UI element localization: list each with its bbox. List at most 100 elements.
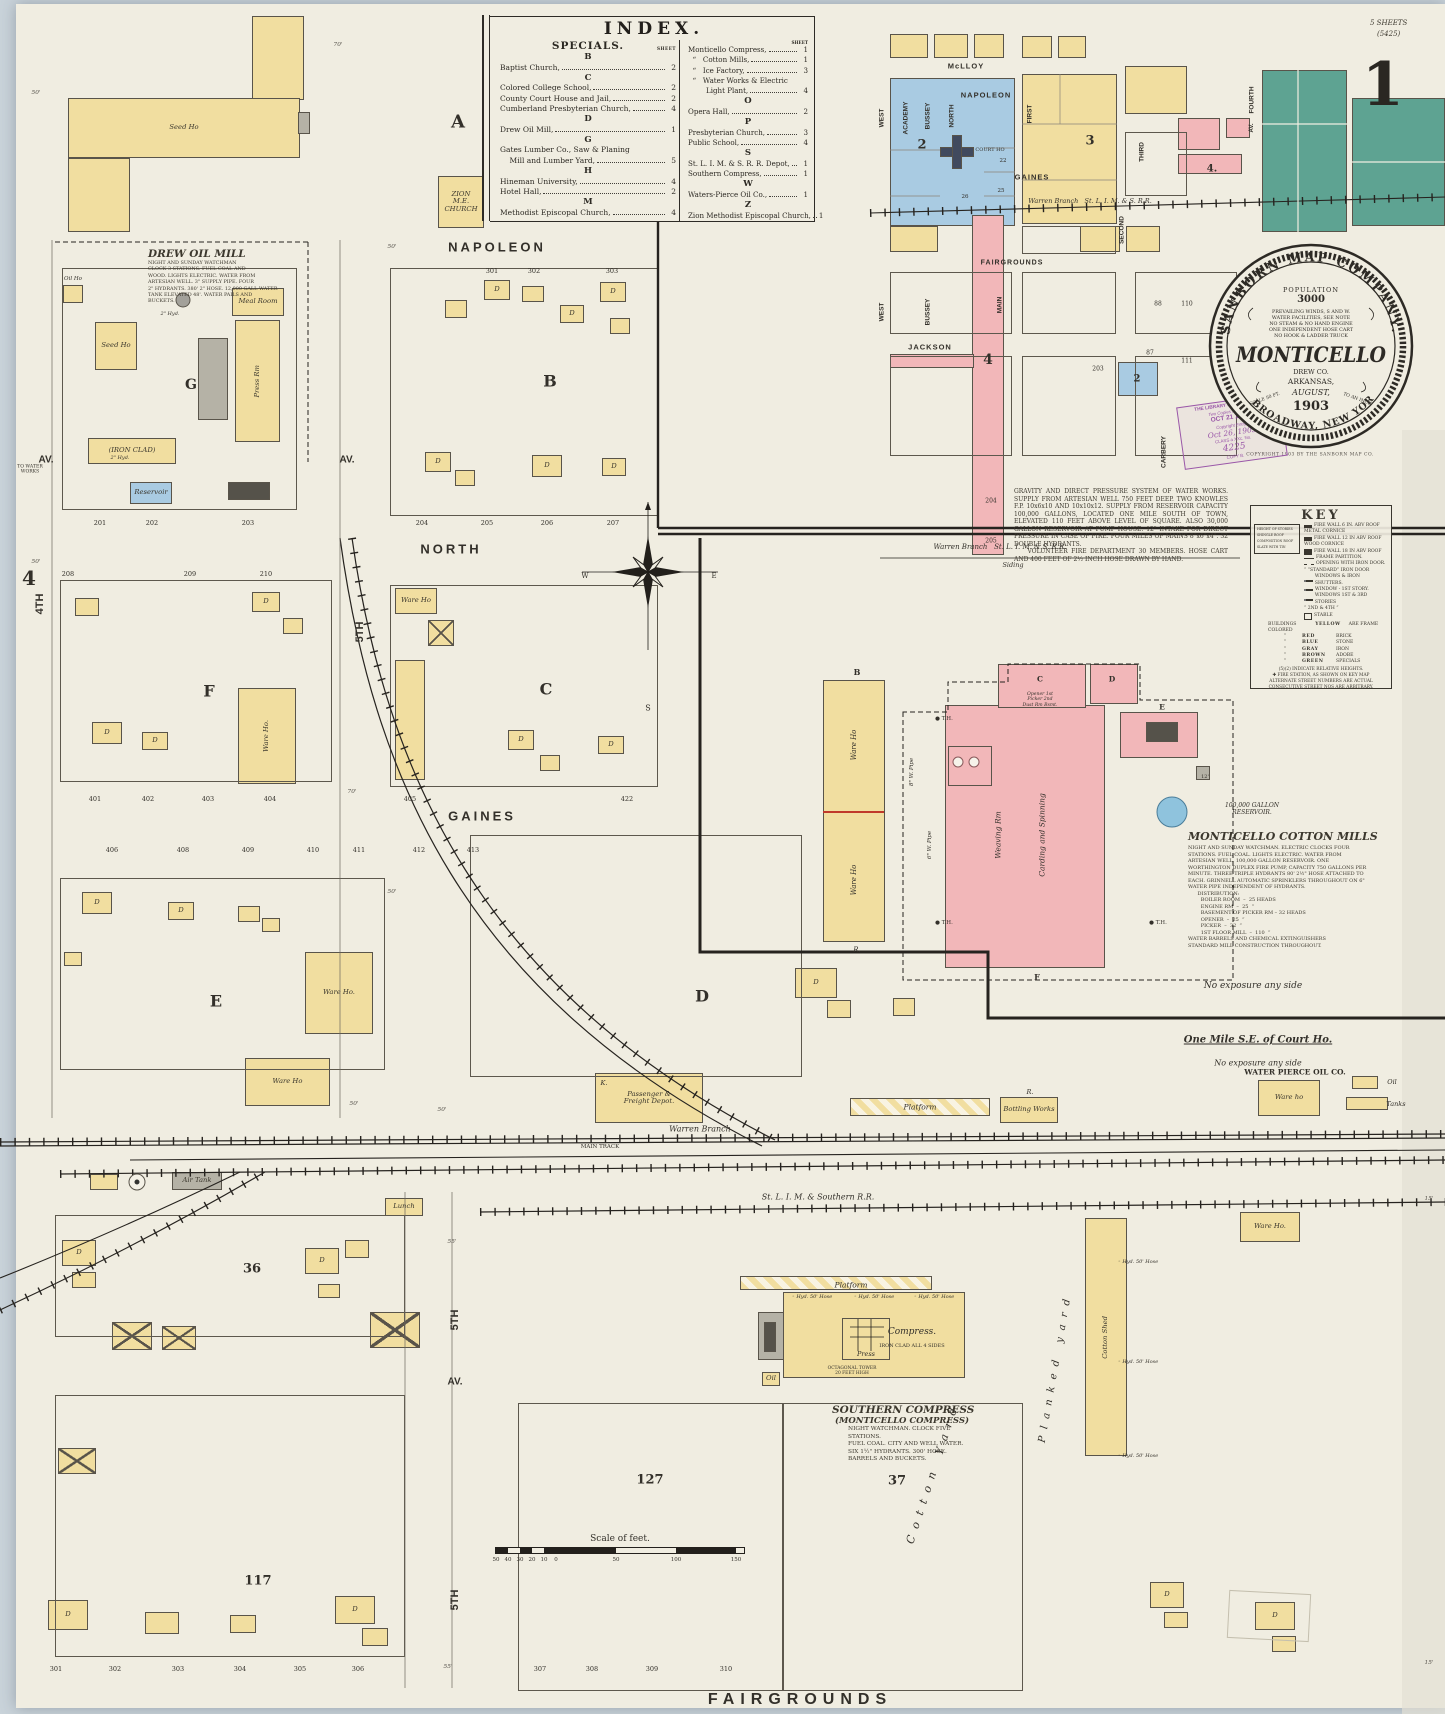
key-row-stable: STABLE [1304,612,1388,620]
label-422: 422 [620,795,634,803]
label-ware-ho: Ware Ho [850,864,858,896]
index-entry-name: Methodist Episcopal Church, [500,207,611,217]
label-308: 308 [585,1665,599,1673]
label-50: 50' [387,889,397,895]
building-label: Cotton Shed [1101,1315,1110,1359]
building-y [1058,36,1086,58]
index-entry-st-l-i-m-s-r-r-depot: St. L. I. M. & S. R. R. Depot,1 [688,159,808,169]
dotted-leader [543,192,666,194]
fw18-symbol-icon [1304,548,1312,555]
label-87: 87 [1146,349,1154,357]
index-entry-sheet: 2 [803,106,808,116]
building-label: D [544,461,550,470]
label-2-hyd: 2" Hyd. [160,311,180,317]
label-oil: Oil [1387,1078,1397,1086]
label-309: 309 [645,1665,659,1673]
label-d: D [695,986,709,1006]
cotton-mills-note: MONTICELLO COTTON MILLS NIGHT AND SUNDAY… [1188,830,1378,949]
label-8-w-pipe: 8" W. Pipe [909,757,915,787]
label-203: 203 [241,519,255,527]
building-o [842,1318,890,1360]
label-ware-ho: Ware Ho [850,729,858,761]
dotted-leader [751,61,797,63]
dotted-leader [791,164,797,166]
block-outline [890,272,1012,334]
label-302: 302 [527,267,541,275]
index-entry-name: Monticello Compress, [688,45,767,54]
building-gr [298,112,310,134]
index-entry-name: Waters-Pierce Oil Co., [688,189,768,199]
index-entry-waters-pierce-oil-co: Waters-Pierce Oil Co.,1 [688,190,808,200]
label-bussey: BUSSEY [924,102,932,130]
label-warren-branch-st-l-i-m-s-r-r: Warren Branch St. L. I. M. & S. R.R. [1028,197,1152,205]
label-15: 15' [1424,1660,1434,1666]
building-label: D [813,978,819,987]
key-row-metal-cornice: METAL CORNICE [1304,529,1388,535]
building-d [1146,722,1178,742]
label-50: 50' [31,90,41,96]
index-title: INDEX. [603,19,705,39]
block-outline [60,580,332,782]
label-4: 4 [983,352,993,368]
dotted-leader [746,71,797,73]
key-color-prefix: BUILDINGS COLORED [1268,621,1297,633]
label-bussey: BUSSEY [924,298,932,326]
label-g: G [185,377,197,393]
southern-compress-subtitle: (MONTICELLO COMPRESS) [834,1416,970,1426]
label-academy: ACADEMY [902,101,910,135]
building-label: D [494,285,500,294]
water-works-body: GRAVITY AND DIRECT PRESSURE SYSTEM OF WA… [1014,488,1228,563]
key-color-meaning: ARE FRAME [1348,621,1379,627]
building-h [740,1276,932,1290]
label-fairgrounds: FAIRGROUNDS [707,1691,893,1708]
label-s: S [645,703,651,713]
building-y [1080,226,1120,252]
building-d: D [1150,1582,1184,1608]
building-lunch: Lunch [385,1198,423,1216]
scale-segment [616,1548,676,1553]
label-tanks: Tanks [1386,1100,1406,1108]
block-outline [1125,132,1187,196]
key-row-windows-1st-3rd-stories: WINDOWS 1ST & 3RD STORIES [1304,593,1388,606]
label-409: 409 [241,846,255,854]
building-y [1352,1076,1378,1089]
label-50: 50' [437,1107,447,1113]
index-letter-c: C [584,72,592,83]
index-entry-sheet: 4 [671,176,677,186]
label-siding: Siding [1002,561,1024,569]
building-p [1178,154,1242,174]
dotted-leader [767,133,797,135]
index-entry-hotel-hall: Hotel Hall,2 [500,187,676,197]
index-entry-baptist-church: Baptist Church,2 [500,63,676,73]
building-p [945,705,1105,968]
building-y [252,16,304,100]
building-y [610,318,630,334]
dotted-leader [579,182,666,184]
key-color-name: GREEN [1302,658,1324,664]
building-label: D [569,309,575,318]
plate-code: (5425) [1376,29,1401,38]
index-entry-cumberland-presbyterian-chur: Cumberland Presbyterian Church,4 [500,104,676,114]
label-b: B [853,667,861,677]
label-octagonal-tower-20-feet-high: OCTAGONAL TOWER 20 FEET HIGH [827,1365,877,1376]
index-entry-sheet: 1 [803,158,808,168]
dotted-leader [768,51,797,52]
drew-oil-mill-title: DREW OIL MILL [148,248,246,260]
building-label: Seed Ho [169,123,199,132]
label-w: W [581,572,589,580]
index-entry-sheet: 4 [671,207,677,217]
index-entry-name: Hotel Hall, [500,186,542,196]
index-entry-name: “ Water Works & Electric [688,75,788,85]
label-hyd-50-hose: ◦ Hyd. 50' Hose [913,1294,955,1300]
index-entry-name: Southern Compress, [688,169,762,179]
building-label: D [1272,1611,1278,1620]
block-outline [890,356,1012,456]
building-y [1022,36,1052,58]
building-p [1090,664,1138,704]
label-4: 4 [22,566,36,590]
index-sheet-col-label: SHEET [791,40,808,45]
building-ware-ho: Ware ho [1258,1080,1320,1116]
label-t-h: ● T.H. [1149,920,1167,926]
label-15: 15' [1424,1196,1434,1202]
